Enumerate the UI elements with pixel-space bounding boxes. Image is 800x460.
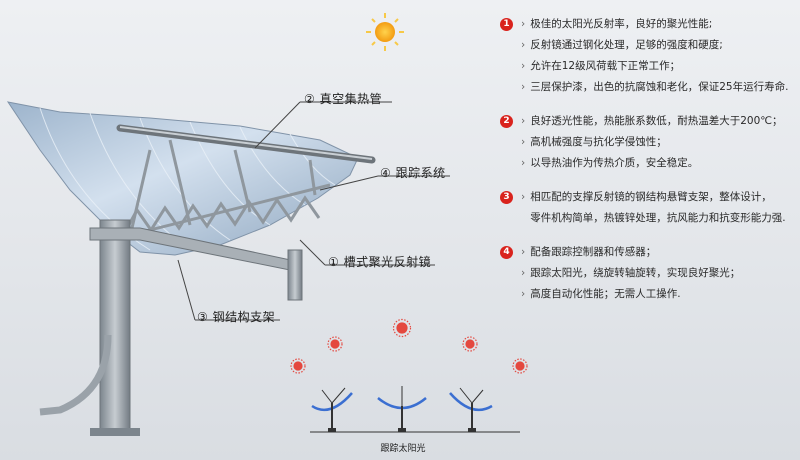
feature-line: 配备跟踪控制器和传感器； xyxy=(530,246,657,258)
feature-line: 跟踪太阳光，绕旋转轴旋转，实现良好聚光； xyxy=(530,267,741,279)
trough-mirror xyxy=(6,101,359,256)
red-sun-icon xyxy=(512,358,528,374)
sun-tracking-diagram xyxy=(290,318,528,433)
chevron-right-icon: › xyxy=(521,81,526,93)
chevron-right-icon: › xyxy=(521,115,526,127)
feature-number-badge: 2 xyxy=(500,115,513,128)
feature-line: 三层保护漆，出色的抗腐蚀和老化，保证25年运行寿命. xyxy=(530,81,789,93)
tracking-collector-right xyxy=(449,387,493,432)
feature-line: 相匹配的支撑反射镜的钢结构悬臂支架，整体设计， xyxy=(530,191,772,203)
callout-tracking-system: ④ 跟踪系统 xyxy=(380,166,446,180)
red-sun-icon xyxy=(290,358,306,374)
feature-number-badge: 4 xyxy=(500,246,513,259)
feature-line: 零件机构简单，热镀锌处理，抗风能力和抗变形能力强. xyxy=(530,212,786,224)
chevron-right-icon: › xyxy=(521,246,526,258)
feature-group-2: 2 › 良好透光性能，热能胀系数低，耐热温差大于200℃； › 高机械强度与抗化学侵蚀… xyxy=(500,111,795,174)
feature-line: 高度自动化性能；无需人工操作. xyxy=(530,288,681,300)
feature-group-1: 1 › 极佳的太阳光反射率，良好的聚光性能; › 反射镜通过钢化处理，足够的强度和硬度… xyxy=(500,14,795,98)
chevron-right-icon: › xyxy=(521,157,526,169)
tracking-caption: 跟踪太阳光 xyxy=(380,444,426,454)
feature-number-badge: 3 xyxy=(500,191,513,204)
callout-vacuum-tube: ② 真空集热管 xyxy=(304,92,383,106)
tracking-collector-left xyxy=(311,387,353,432)
chevron-right-icon: › xyxy=(521,39,526,51)
chevron-right-icon: › xyxy=(521,288,526,300)
feature-line: 反射镜通过钢化处理，足够的强度和硬度; xyxy=(530,39,723,51)
callout-steel-support: ③ 钢结构支架 xyxy=(197,310,276,324)
chevron-right-icon: › xyxy=(521,191,526,203)
steel-support xyxy=(39,219,303,436)
tracking-collector-center xyxy=(377,386,427,432)
sun-icon xyxy=(366,13,404,51)
feature-line: 高机械强度与抗化学侵蚀性； xyxy=(530,136,667,148)
red-sun-icon xyxy=(392,318,412,338)
chevron-right-icon: › xyxy=(521,267,526,279)
feature-list: 1 › 极佳的太阳光反射率，良好的聚光性能; › 反射镜通过钢化处理，足够的强度和硬度… xyxy=(500,14,795,318)
feature-group-3: 3›相匹配的支撑反射镜的钢结构悬臂支架，整体设计， ›零件机构简单，热镀锌处理，… xyxy=(500,187,795,229)
feature-line: 允许在12级风荷载下正常工作； xyxy=(530,60,681,72)
red-sun-icon xyxy=(462,336,478,352)
feature-line: 极佳的太阳光反射率，良好的聚光性能; xyxy=(530,18,713,30)
feature-line: 以导热油作为传热介质，安全稳定。 xyxy=(530,157,699,169)
red-sun-icon xyxy=(327,336,343,352)
feature-number-badge: 1 xyxy=(500,18,513,31)
chevron-right-icon: › xyxy=(521,60,526,72)
chevron-right-icon: › xyxy=(521,136,526,148)
feature-line: 良好透光性能，热能胀系数低，耐热温差大于200℃； xyxy=(530,115,783,127)
callout-trough-mirror: ① 槽式聚光反射镜 xyxy=(328,255,432,269)
feature-group-4: 4 › 配备跟踪控制器和传感器； › 跟踪太阳光，绕旋转轴旋转，实现良好聚光； › 高度… xyxy=(500,242,795,305)
chevron-right-icon: › xyxy=(521,18,526,30)
